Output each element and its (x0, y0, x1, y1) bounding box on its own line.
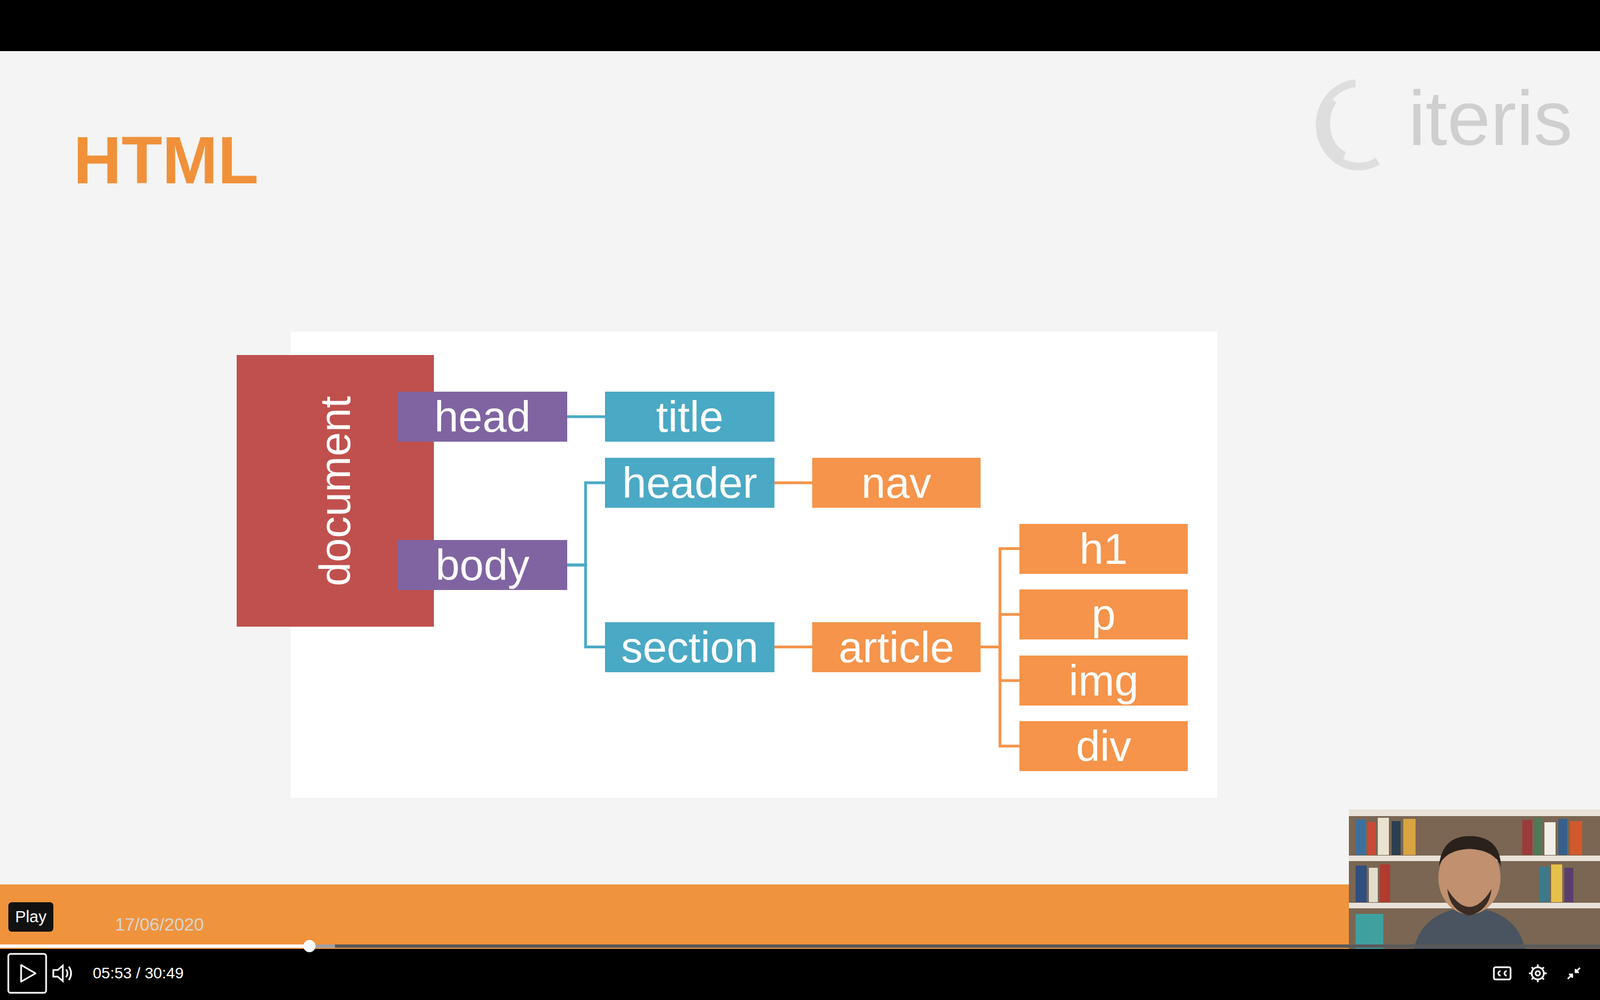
book (1558, 818, 1568, 855)
node-label: body (435, 543, 530, 587)
progress-track (0, 944, 1600, 948)
node-label: img (1068, 658, 1139, 703)
watermark: iteris (1408, 79, 1573, 158)
element-box: title (605, 391, 775, 442)
node-label: head (434, 395, 532, 439)
shelf (1348, 809, 1600, 817)
captions-icon (1493, 967, 1511, 980)
tree-connector (567, 415, 605, 419)
logo-arc (1319, 83, 1378, 167)
webcam-frame (1348, 809, 1600, 949)
book (1377, 817, 1389, 855)
cc-mark (1498, 971, 1501, 976)
play-icon (21, 965, 36, 982)
tree-connector (980, 647, 1020, 747)
element-box: section (605, 622, 775, 673)
time-display: 05:53 / 30:49 (92, 965, 184, 982)
element-box: img (1019, 655, 1188, 706)
book (1355, 819, 1366, 855)
volume-icon (53, 965, 72, 982)
settings-icon (1528, 964, 1547, 983)
slide-title: HTML (73, 126, 259, 194)
node-label: article (838, 625, 954, 669)
person-hair (1438, 836, 1502, 867)
progress-played (0, 944, 310, 948)
cc-frame (1493, 967, 1511, 980)
vase (1355, 913, 1384, 949)
cc-mark (1504, 971, 1507, 976)
slide-ground (0, 51, 1600, 885)
tree-connector (980, 614, 1020, 648)
book (1380, 864, 1390, 903)
node-label: title (656, 395, 724, 439)
element-box: div (1019, 721, 1188, 772)
node-label: document (313, 395, 357, 587)
gear-ring (1531, 967, 1544, 980)
book (1368, 867, 1378, 903)
element-box: head (397, 391, 568, 442)
tree-connector (980, 548, 1020, 648)
speaker (53, 965, 63, 982)
control-bar (0, 948, 1600, 1000)
books (1355, 817, 1583, 949)
book (1570, 821, 1583, 855)
book (1403, 818, 1416, 855)
book (1367, 822, 1376, 855)
person-beard (1447, 888, 1492, 916)
element-box: h1 (1019, 523, 1188, 574)
node-label: nav (861, 461, 932, 505)
element-box: header (605, 457, 775, 508)
element-box: article (812, 622, 981, 673)
node-label: section (621, 625, 759, 669)
logo-arc (1326, 100, 1345, 156)
node-label: p (1091, 592, 1116, 637)
diagram-panel (290, 331, 1218, 798)
book (1544, 822, 1556, 855)
node-label: header (622, 461, 758, 505)
element-box: body (397, 540, 568, 590)
gear-teeth (1528, 964, 1547, 983)
tree-connector (774, 481, 813, 485)
sound-wave (68, 966, 72, 980)
tooltip-box (8, 902, 54, 932)
book (1538, 866, 1549, 903)
book (1391, 821, 1401, 855)
node-label: div (1076, 724, 1132, 768)
book (1355, 865, 1367, 903)
arrow-in (1575, 967, 1580, 973)
arrow-in (1567, 974, 1573, 979)
element-box: nav (812, 457, 981, 508)
tree-connector (774, 645, 813, 649)
book (1551, 864, 1563, 903)
watermark-logo (1319, 83, 1378, 167)
sound-wave (66, 969, 68, 978)
node-label: h1 (1079, 527, 1128, 571)
tree-connector (567, 565, 605, 648)
book (1534, 817, 1543, 855)
play-button-outline (8, 953, 47, 993)
element-box: p (1019, 589, 1188, 640)
tooltip-text: Play (8, 908, 54, 925)
top-bar (0, 0, 1600, 52)
exit-fullscreen-icon (1567, 967, 1580, 979)
webcam-view (1348, 809, 1600, 949)
book (1522, 820, 1533, 855)
book (1564, 867, 1574, 903)
progress-knob (303, 940, 316, 953)
date-stamp: 17/06/2020 (115, 915, 204, 934)
tree-connector (567, 482, 605, 565)
progress-buffered (0, 944, 335, 948)
gear-hub (1535, 971, 1540, 976)
